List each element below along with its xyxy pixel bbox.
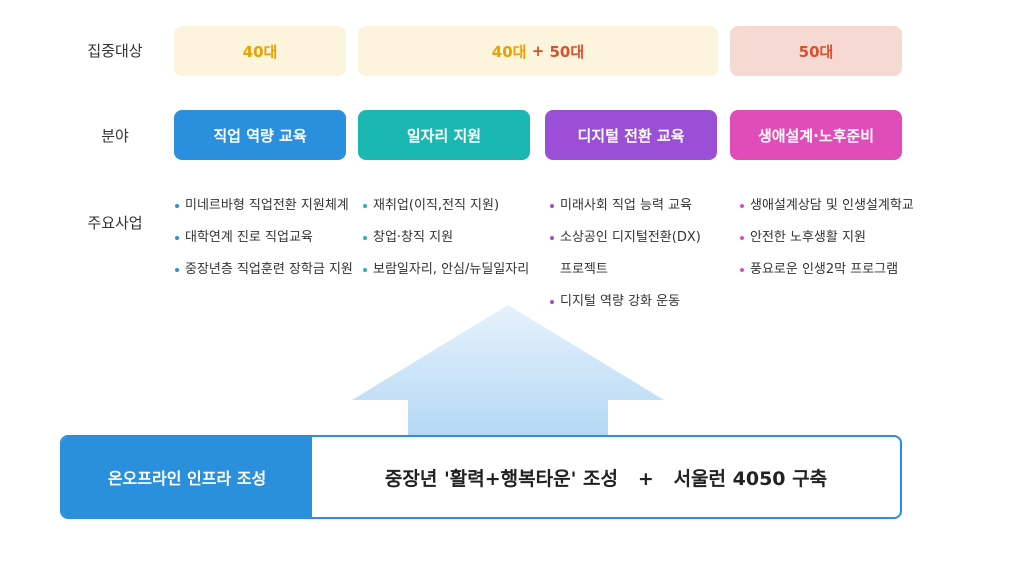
target-50s: 50대 bbox=[730, 26, 902, 76]
list-item: 미래사회 직업 능력 교육 bbox=[550, 190, 701, 222]
infra-label: 온오프라인 인프라 조성 bbox=[62, 437, 312, 517]
field-life-planning: 생애설계·노후준비 bbox=[730, 110, 902, 160]
project-list-vocational: 미네르바형 직업전환 지원체계 대학연계 진로 직업교육 중장년층 직업훈련 장… bbox=[175, 190, 353, 286]
target-40s-50s: 40대 + 50대 bbox=[358, 26, 718, 76]
bullet-icon bbox=[740, 268, 744, 272]
row-label-projects: 주요사업 bbox=[87, 214, 143, 232]
list-item: 풍요로운 인생2막 프로그램 bbox=[740, 254, 914, 286]
project-list-jobs: 재취업(이직,전직 지원) 창업·창직 지원 보람일자리, 안심/뉴딜일자리 bbox=[363, 190, 529, 286]
bullet-icon bbox=[175, 268, 179, 272]
bullet-icon bbox=[175, 204, 179, 208]
list-item-continuation: 프로젝트 bbox=[560, 262, 608, 277]
field-job-support: 일자리 지원 bbox=[358, 110, 530, 160]
field-vocational-education: 직업 역량 교육 bbox=[174, 110, 346, 160]
bullet-icon bbox=[363, 236, 367, 240]
list-item: 재취업(이직,전직 지원) bbox=[363, 190, 529, 222]
row-label-field: 분야 bbox=[101, 127, 129, 145]
list-item: 생애설계상담 및 인생설계학교 bbox=[740, 190, 914, 222]
target-40s-label: 40대 bbox=[242, 42, 278, 61]
target-40s: 40대 bbox=[174, 26, 346, 76]
list-item: 디지털 역량 강화 운동 bbox=[550, 286, 701, 318]
list-item: 보람일자리, 안심/뉴딜일자리 bbox=[363, 254, 529, 286]
bullet-icon bbox=[740, 236, 744, 240]
bullet-icon bbox=[740, 204, 744, 208]
bullet-icon bbox=[363, 268, 367, 272]
target-40s-part: 40대 bbox=[491, 42, 527, 61]
infra-statement: 중장년 '활력+행복타운' 조성 + 서울런 4050 구축 bbox=[384, 467, 828, 490]
list-item: 대학연계 진로 직업교육 bbox=[175, 222, 353, 254]
project-list-digital: 미래사회 직업 능력 교육 소상공인 디지털전환(DX) 프로젝트 디지털 역량… bbox=[550, 190, 701, 318]
list-item: 미네르바형 직업전환 지원체계 bbox=[175, 190, 353, 222]
bullet-icon bbox=[550, 236, 554, 240]
infra-bar: 온오프라인 인프라 조성 중장년 '활력+행복타운' 조성 + 서울런 4050… bbox=[60, 435, 902, 519]
list-item: 창업·창직 지원 bbox=[363, 222, 529, 254]
bullet-icon bbox=[550, 300, 554, 304]
project-list-life: 생애설계상담 및 인생설계학교 안전한 노후생활 지원 풍요로운 인생2막 프로… bbox=[740, 190, 914, 286]
field-digital-transition: 디지털 전환 교육 bbox=[545, 110, 717, 160]
bullet-icon bbox=[175, 236, 179, 240]
bullet-icon bbox=[363, 204, 367, 208]
list-item: 안전한 노후생활 지원 bbox=[740, 222, 914, 254]
target-50s-label: 50대 bbox=[798, 42, 834, 61]
list-item: 소상공인 디지털전환(DX) bbox=[550, 222, 701, 254]
row-label-target: 집중대상 bbox=[87, 42, 143, 60]
target-50s-part: 50대 bbox=[549, 42, 585, 61]
target-plus: + bbox=[526, 42, 550, 60]
list-item: 중장년층 직업훈련 장학금 지원 bbox=[175, 254, 353, 286]
bullet-icon bbox=[550, 204, 554, 208]
